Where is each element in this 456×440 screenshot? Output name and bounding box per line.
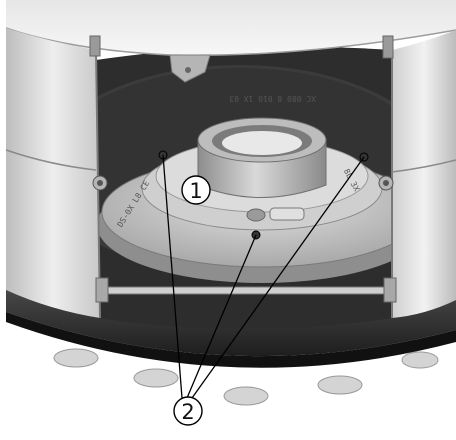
top-lid — [6, 0, 456, 56]
callout-2: 2 — [173, 396, 203, 426]
left-casing-panel — [5, 28, 108, 319]
support-feet — [53, 348, 439, 406]
callout-2-leaders — [162, 154, 365, 399]
cross-bar — [95, 277, 397, 303]
outer-rim-marking: XC 080 8 010 1X 03 — [229, 94, 316, 103]
flue-neck — [197, 117, 327, 198]
sensor-port — [246, 207, 305, 222]
callout-1-label: 1 — [189, 179, 202, 203]
callout-1: 1 — [181, 175, 211, 205]
right-casing-panel — [378, 30, 456, 318]
callout-2-label: 2 — [181, 400, 194, 424]
